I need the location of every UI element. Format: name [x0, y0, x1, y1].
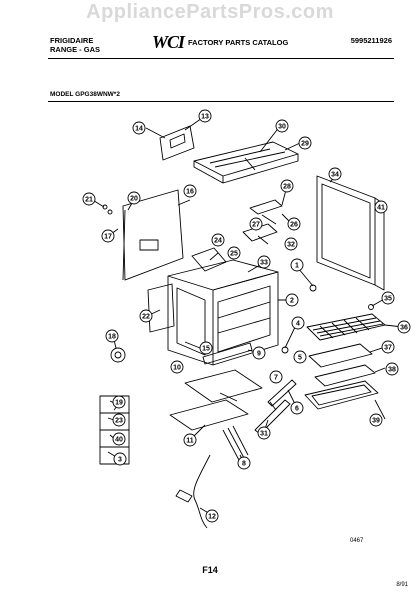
callout: 37 — [381, 340, 395, 354]
svg-text:13: 13 — [201, 114, 209, 121]
callout: 22 — [139, 309, 153, 323]
model-rule — [48, 101, 394, 102]
svg-text:38: 38 — [388, 367, 396, 374]
svg-text:7: 7 — [274, 375, 278, 382]
callout: 38 — [385, 362, 399, 376]
svg-text:31: 31 — [260, 431, 268, 438]
callout: 9 — [252, 346, 266, 360]
callout: 10 — [170, 360, 184, 374]
svg-text:40: 40 — [115, 437, 123, 444]
svg-text:6: 6 — [295, 406, 299, 413]
svg-text:2: 2 — [290, 298, 294, 305]
callout: 31 — [257, 426, 271, 440]
callout: 11 — [183, 433, 197, 447]
svg-text:4: 4 — [296, 321, 300, 328]
svg-text:16: 16 — [186, 189, 194, 196]
callout: 16 — [183, 184, 197, 198]
callout: 34 — [328, 167, 342, 181]
svg-text:24: 24 — [214, 238, 222, 245]
callout: 25 — [227, 246, 241, 260]
svg-text:14: 14 — [135, 126, 143, 133]
svg-text:18: 18 — [108, 334, 116, 341]
svg-text:26: 26 — [290, 222, 298, 229]
callouts: 1 2 3 4 5 6 7 8 9 10 11 12 13 14 15 16 1… — [82, 109, 411, 523]
callout: 1 — [290, 258, 304, 272]
svg-text:11: 11 — [186, 438, 194, 445]
svg-text:25: 25 — [230, 251, 238, 258]
svg-text:41: 41 — [377, 205, 385, 212]
svg-text:21: 21 — [85, 197, 93, 204]
svg-text:29: 29 — [301, 141, 309, 148]
svg-text:9: 9 — [257, 351, 261, 358]
callout: 29 — [298, 136, 312, 150]
callout: 14 — [132, 121, 146, 135]
model-label: MODEL GPG38WNW*2 — [50, 91, 120, 98]
callout: 32 — [284, 237, 298, 251]
svg-text:5: 5 — [298, 355, 302, 362]
callout: 5 — [293, 350, 307, 364]
callout: 20 — [127, 191, 141, 205]
callout: 28 — [280, 179, 294, 193]
callout: 36 — [397, 320, 411, 334]
svg-text:19: 19 — [115, 400, 123, 407]
svg-text:36: 36 — [400, 325, 408, 332]
callout: 41 — [374, 200, 388, 214]
svg-text:37: 37 — [384, 345, 392, 352]
callout: 6 — [290, 401, 304, 415]
svg-text:39: 39 — [372, 418, 380, 425]
svg-text:12: 12 — [208, 514, 216, 521]
header-left: FRIGIDAIRE RANGE - GAS — [50, 36, 100, 54]
page-number: F14 — [202, 565, 218, 575]
callout: 39 — [369, 413, 383, 427]
callout: 12 — [205, 509, 219, 523]
svg-text:10: 10 — [173, 365, 181, 372]
callout: 24 — [211, 233, 225, 247]
diagram-code: 0467 — [350, 538, 364, 544]
header-rule — [48, 58, 394, 59]
svg-text:35: 35 — [384, 296, 392, 303]
callout: 40 — [112, 432, 126, 446]
callout: 35 — [381, 291, 395, 305]
callout: 26 — [287, 217, 301, 231]
callout: 18 — [105, 329, 119, 343]
svg-text:20: 20 — [130, 196, 138, 203]
callout: 17 — [101, 229, 115, 243]
svg-text:23: 23 — [115, 418, 123, 425]
callout: 3 — [113, 452, 127, 466]
svg-text:34: 34 — [331, 172, 339, 179]
svg-text:17: 17 — [104, 234, 112, 241]
callout: 33 — [257, 255, 271, 269]
svg-text:3: 3 — [118, 457, 122, 464]
callout: 13 — [198, 109, 212, 123]
brand-name: FRIGIDAIRE — [50, 36, 94, 45]
svg-text:28: 28 — [283, 184, 291, 191]
svg-text:27: 27 — [252, 222, 260, 229]
product-type: RANGE - GAS — [50, 45, 101, 54]
svg-text:22: 22 — [142, 314, 150, 321]
wci-logo: WCI — [152, 32, 185, 52]
catalog-title: FACTORY PARTS CATALOG — [188, 38, 289, 47]
svg-text:15: 15 — [202, 346, 210, 353]
callout: 15 — [199, 341, 213, 355]
callout: 21 — [82, 192, 96, 206]
callout: 30 — [275, 119, 289, 133]
catalog-number: 5995211926 — [350, 36, 392, 45]
revision-date: 8/91 — [396, 582, 408, 588]
svg-text:30: 30 — [278, 124, 286, 131]
watermark: AppliancePartsPros.com — [86, 1, 334, 23]
svg-text:32: 32 — [287, 242, 295, 249]
svg-text:1: 1 — [295, 263, 299, 270]
svg-text:33: 33 — [260, 260, 268, 267]
callout: 27 — [249, 217, 263, 231]
callout: 7 — [269, 370, 283, 384]
callout: 8 — [237, 456, 251, 470]
header-logo: WCI FACTORY PARTS CATALOG — [152, 32, 288, 53]
callout: 4 — [291, 316, 305, 330]
svg-text:8: 8 — [242, 461, 246, 468]
callout: 2 — [285, 293, 299, 307]
callout: 23 — [112, 413, 126, 427]
callout: 19 — [112, 395, 126, 409]
